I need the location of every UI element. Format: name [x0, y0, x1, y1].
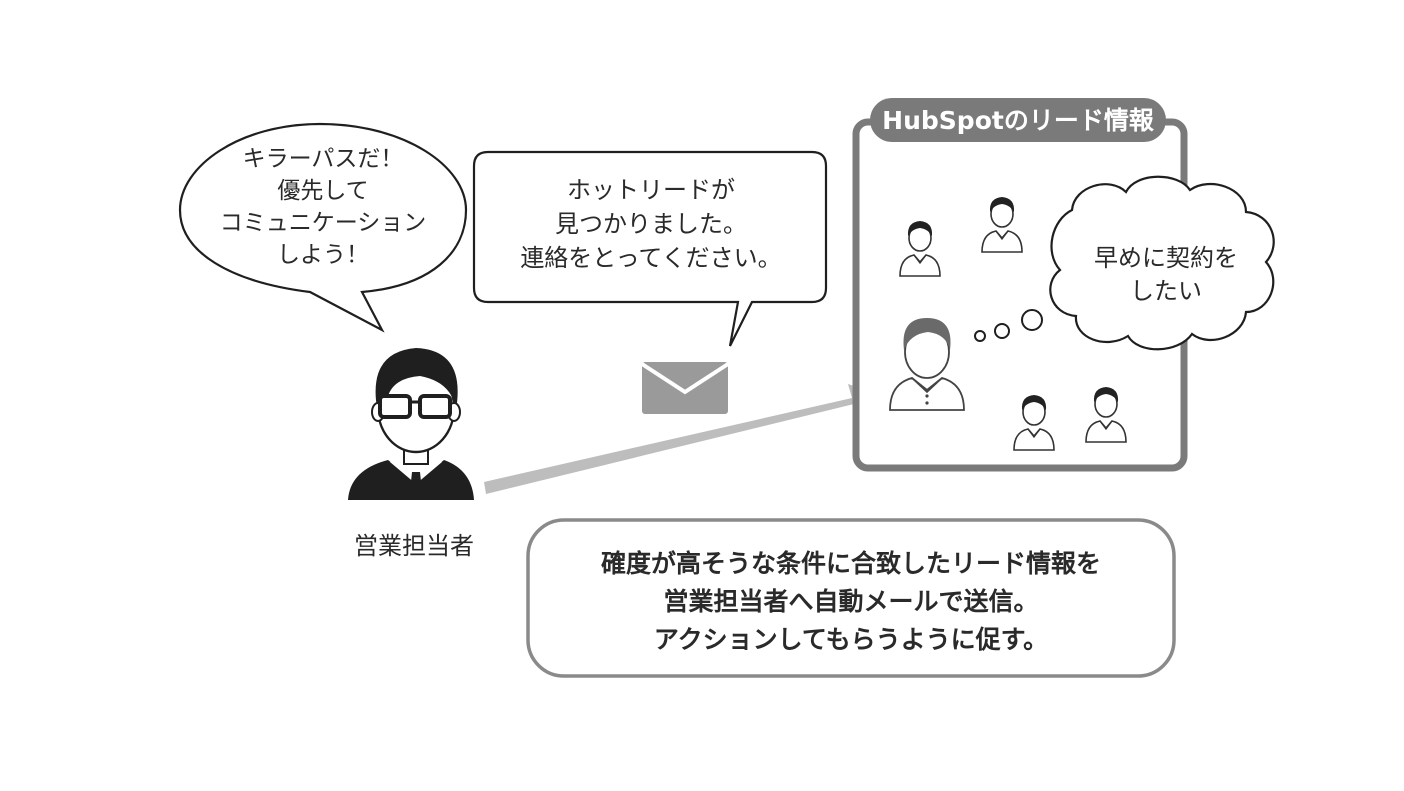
- caption-line-1: 確度が高そうな条件に合致したリード情報を: [601, 549, 1101, 578]
- hubspot-title: HubSpotのリード情報: [882, 106, 1155, 135]
- salesperson-label: 営業担当者: [354, 532, 474, 560]
- hubspot-title-tab: [870, 98, 1166, 142]
- notification-line-2: 見つかりました。: [555, 210, 747, 238]
- envelope-icon: [640, 362, 730, 414]
- notification-line-1: ホットリードが: [567, 176, 735, 204]
- salesperson-speech-line-3: コミュニケーション: [220, 210, 427, 236]
- caption-line-3: アクションしてもらうように促す。: [654, 625, 1048, 654]
- main-lead-person-icon: [889, 318, 965, 411]
- notification-bubble: ホットリードが 見つかりました。 連絡をとってください。: [472, 150, 828, 347]
- salesperson-speech-line-2: 優先して: [277, 178, 368, 204]
- salesperson-icon: [348, 348, 474, 500]
- salesperson-speech-line-4: しよう！: [277, 242, 369, 268]
- caption-line-2: 営業担当者へ自動メールで送信。: [663, 587, 1038, 616]
- salesperson-speech-line-1: キラーパスだ！: [243, 146, 404, 172]
- thought-cloud: 早めに契約を したい: [1049, 175, 1275, 351]
- thought-line-1: 早めに契約を: [1094, 244, 1238, 272]
- salesperson-speech-bubble: キラーパスだ！ 優先して コミュニケーション しよう！: [178, 122, 468, 333]
- caption-box: 確度が高そうな条件に合致したリード情報を 営業担当者へ自動メールで送信。 アクシ…: [526, 518, 1176, 678]
- thought-line-2: したい: [1130, 277, 1202, 305]
- thought-dots: [974, 309, 1043, 342]
- send-arrow: [484, 384, 884, 494]
- notification-line-3: 連絡をとってください。: [520, 244, 781, 272]
